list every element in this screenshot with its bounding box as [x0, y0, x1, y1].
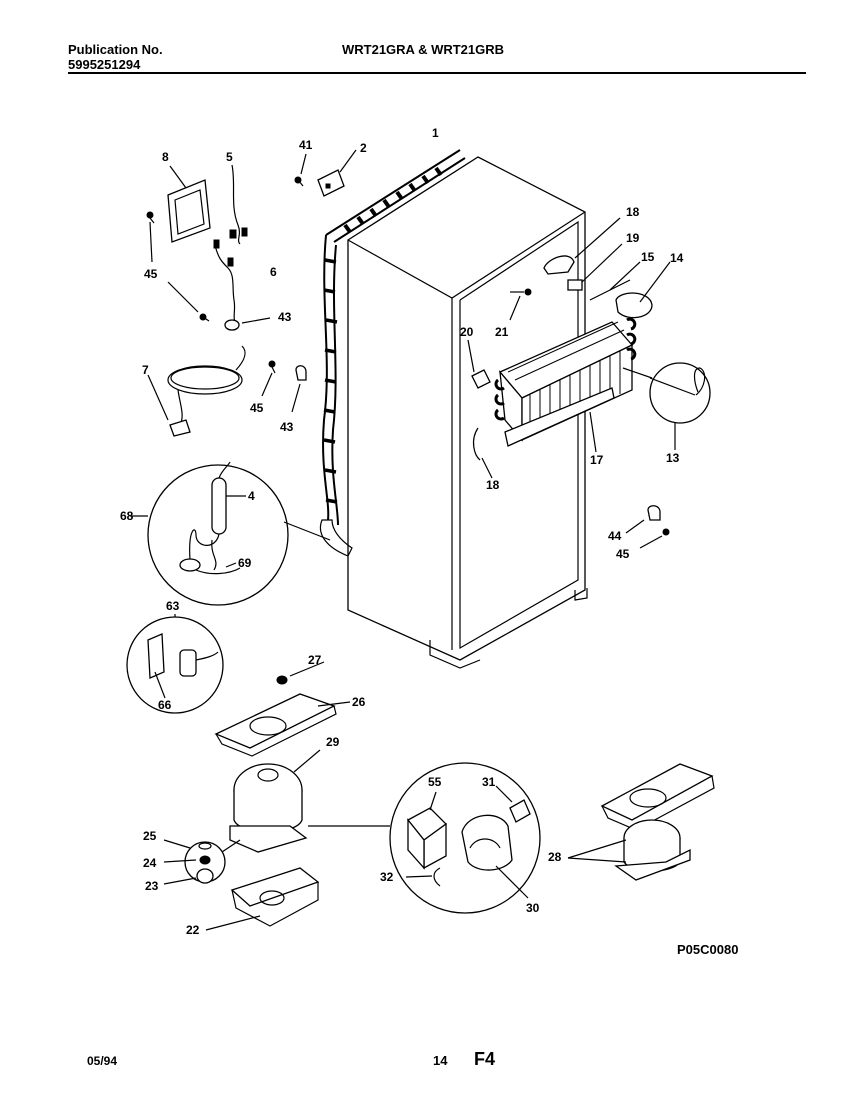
- compressor-29: [229, 749, 390, 853]
- footer-section: F4: [474, 1049, 496, 1069]
- drain-pan-26: [214, 693, 351, 757]
- label-part-18-upper: 18: [626, 205, 640, 219]
- label-part-13: 13: [666, 451, 680, 465]
- tube-15: [589, 261, 641, 301]
- label-part-25: 25: [143, 829, 157, 843]
- model-title: WRT21GRA & WRT21GRB: [342, 42, 505, 57]
- label-part-30: 30: [526, 901, 540, 915]
- publication-label: Publication No.: [68, 42, 163, 57]
- screw-45-right: [639, 528, 670, 549]
- label-part-43-middle: 43: [280, 420, 294, 434]
- footer-date: 05/94: [87, 1054, 118, 1068]
- label-part-8: 8: [162, 150, 169, 164]
- label-part-31: 31: [482, 775, 496, 789]
- label-part-27: 27: [308, 653, 322, 667]
- label-part-66: 66: [158, 698, 172, 712]
- label-part-15: 15: [641, 250, 655, 264]
- label-part-69: 69: [238, 556, 252, 570]
- clip-44: [625, 505, 661, 534]
- label-part-22: 22: [186, 923, 200, 937]
- defrost-detail-68: [130, 461, 331, 606]
- label-part-20: 20: [460, 325, 474, 339]
- fan-14: [615, 261, 671, 319]
- label-part-1: 1: [432, 126, 439, 140]
- compressor-assembly-28: [567, 763, 715, 881]
- label-part-14: 14: [670, 251, 684, 265]
- label-part-19: 19: [626, 231, 640, 245]
- footer-page-number: 14: [433, 1053, 448, 1068]
- label-part-17: 17: [590, 453, 604, 467]
- part-labels: 1 2 41 8 5 45 6 43 7 45 43 18 19 15 14 2…: [120, 126, 684, 937]
- label-part-23: 23: [145, 879, 159, 893]
- base-plate-22: [205, 867, 320, 931]
- label-part-21: 21: [495, 325, 509, 339]
- panel-8: [167, 165, 211, 243]
- label-part-55: 55: [428, 775, 442, 789]
- relay-detail: [389, 762, 541, 914]
- publication-number: 5995251294: [68, 57, 141, 72]
- label-part-32: 32: [380, 870, 394, 884]
- label-part-44: 44: [608, 529, 622, 543]
- label-part-7: 7: [142, 363, 149, 377]
- refrigerator-cabinet: [347, 156, 588, 669]
- wiring-harness-5: [229, 164, 248, 245]
- label-part-45-middle: 45: [250, 401, 264, 415]
- label-part-45-upper: 45: [144, 267, 158, 281]
- thermostat-20: [467, 339, 491, 389]
- screw-45-middle: [261, 360, 276, 397]
- grommet-27: [276, 661, 325, 685]
- label-part-24: 24: [143, 856, 157, 870]
- bracket-2: [317, 149, 357, 197]
- label-part-28: 28: [548, 850, 562, 864]
- label-part-26: 26: [352, 695, 366, 709]
- condenser-coil: [319, 149, 466, 557]
- capacitor-detail-63: [126, 614, 224, 714]
- grommet-stack: [163, 839, 241, 885]
- label-part-43-upper: 43: [278, 310, 292, 324]
- screw-41: [294, 153, 307, 187]
- heater-18-lower: [472, 427, 493, 479]
- label-part-41: 41: [299, 138, 313, 152]
- header-rule: [68, 72, 806, 74]
- label-part-45-right: 45: [616, 547, 630, 561]
- heater-18-upper: [543, 217, 621, 275]
- label-part-5: 5: [226, 150, 233, 164]
- drain-trough-17: [504, 387, 615, 453]
- power-cord-7: [147, 345, 246, 437]
- sensor-detail-13: [622, 362, 711, 450]
- bracket-19: [567, 243, 623, 291]
- label-part-4: 4: [248, 489, 255, 503]
- label-part-18-lower: 18: [486, 478, 500, 492]
- clip-43-upper: [224, 317, 271, 331]
- screw-45-upper: [146, 211, 210, 322]
- screw-21: [509, 288, 532, 321]
- label-part-6: 6: [270, 265, 277, 279]
- label-part-63: 63: [166, 599, 180, 613]
- diagram-code: P05C0080: [677, 942, 739, 957]
- label-part-2: 2: [360, 141, 367, 155]
- clip-43-middle: [291, 365, 307, 413]
- label-part-29: 29: [326, 735, 340, 749]
- wiring-harness-6: [213, 239, 237, 325]
- label-part-68: 68: [120, 509, 134, 523]
